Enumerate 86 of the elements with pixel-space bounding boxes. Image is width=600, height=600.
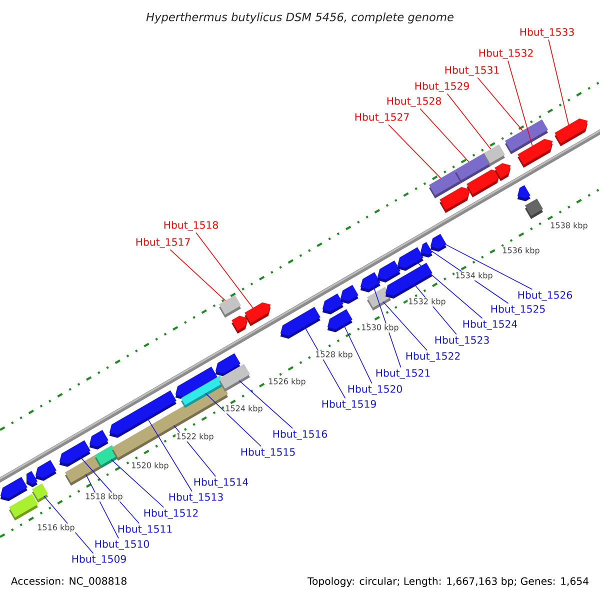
leader-line [416, 261, 483, 319]
gene-block [494, 163, 511, 182]
scale-label: 1534 kbp [454, 271, 494, 281]
gene-label: Hbut_1520 [348, 384, 402, 396]
gene-block [377, 260, 400, 282]
gene-label: Hbut_1519 [322, 400, 376, 410]
gene-label: Hbut_1514 [194, 478, 248, 488]
gene-block [420, 242, 432, 258]
leader-line [508, 60, 533, 146]
leader-line [548, 39, 569, 126]
gene-block [554, 118, 588, 146]
leader-line [196, 232, 254, 308]
leader-line [205, 392, 262, 447]
leader-line [80, 456, 140, 524]
gene-label: Hbut_1527 [355, 112, 409, 124]
gene-block [484, 144, 506, 166]
scale-label: 1524 kbp [224, 404, 264, 414]
leader-line [304, 326, 346, 399]
gene-block [360, 272, 380, 292]
title: Hyperthermus butylicus DSM 5456, complete genome [146, 12, 454, 24]
gene-label: Hbut_1525 [491, 304, 545, 316]
gene-block [89, 430, 108, 450]
gene-label: Hbut_1510 [95, 540, 149, 550]
gene-block [518, 138, 553, 168]
gene-label: Hbut_1522 [406, 352, 460, 362]
gene-label: Hbut_1526 [518, 290, 572, 302]
gene-block [440, 186, 470, 213]
scale-label: 1530 kbp [360, 323, 400, 333]
gene-label: Hbut_1532 [479, 48, 533, 60]
gene-block [340, 284, 358, 304]
gene-label: Hbut_1529 [415, 82, 469, 92]
gene-block [32, 483, 48, 503]
gene-label: Hbut_1523 [435, 336, 489, 346]
gene-block [244, 302, 271, 326]
leader-line [146, 417, 192, 492]
scale-label: 1528 kbp [314, 350, 354, 360]
gene-label: Hbut_1518 [164, 220, 218, 232]
gene-block [517, 185, 530, 202]
gene-block [232, 316, 248, 334]
gene-block [0, 476, 28, 502]
leader-line [373, 286, 402, 368]
gene-block [219, 295, 241, 318]
gene-block [466, 170, 500, 198]
gene-block [26, 470, 38, 488]
leader-line [343, 324, 372, 384]
gene-label: Hbut_1521 [376, 368, 430, 380]
leader-line [388, 124, 442, 179]
gene-block [280, 306, 320, 339]
gene-label: Hbut_1515 [241, 448, 295, 458]
leader-line [170, 249, 226, 302]
gene-block [65, 454, 102, 486]
gene-block [9, 494, 38, 521]
gene-label: Hbut_1513 [169, 492, 223, 504]
gene-block [327, 309, 352, 332]
gene-label: Hbut_1528 [387, 96, 441, 108]
leader-line [446, 93, 492, 150]
gene-label: Hbut_1533 [520, 28, 574, 38]
leader-line [477, 77, 523, 132]
gene-label: Hbut_1512 [144, 508, 198, 520]
footer-text: Topology: circular; Length: 1,667,163 bp; Genes: 1,654 [306, 576, 590, 588]
gene-block [430, 234, 446, 252]
gene-label: Hbut_1516 [273, 430, 328, 440]
leader-line [110, 459, 164, 508]
gene-block [219, 364, 250, 392]
leader-line [445, 244, 533, 290]
scale-label: 1538 kbp [550, 221, 589, 231]
scale-label: 1522 kbp [176, 432, 215, 442]
gene-label: Hbut_1509 [72, 554, 126, 566]
gene-block [525, 198, 543, 219]
gene-label: Hbut_1511 [118, 524, 172, 536]
gene-label: Hbut_1531 [445, 66, 499, 76]
gene-label: Hbut_1517 [136, 238, 190, 248]
scale-label: 1536 kbp [502, 246, 541, 256]
gene-label: Hbut_1524 [463, 320, 518, 330]
gene-block [397, 247, 424, 271]
gene-block [322, 294, 344, 314]
leader-line [238, 380, 293, 429]
scale-label: 1518 kbp [84, 492, 124, 502]
leader-line [420, 108, 470, 162]
gene-block [181, 376, 224, 408]
scale-label: 1532 kbp [408, 297, 447, 307]
scale-label: 1516 kbp [36, 523, 76, 533]
footer-text: Accession: NC_008818 [10, 576, 128, 588]
leader-line [382, 301, 428, 351]
scale-label: 1520 kbp [130, 461, 170, 471]
scale-label: 1526 kbp [268, 377, 307, 387]
